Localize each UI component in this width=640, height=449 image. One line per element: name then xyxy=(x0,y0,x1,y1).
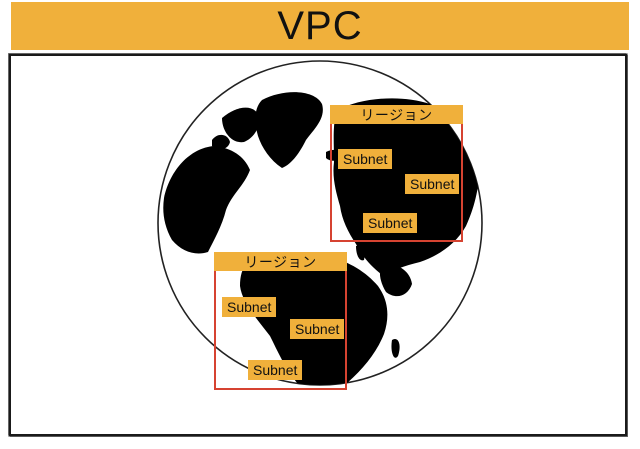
subnet-label: Subnet xyxy=(405,174,460,194)
subnet-label: Subnet xyxy=(338,149,393,169)
vpc-title-banner: VPC xyxy=(11,2,629,50)
subnet-label: Subnet xyxy=(363,213,418,233)
subnet-label: Subnet xyxy=(222,297,277,317)
subnet-label: Subnet xyxy=(290,319,345,339)
region-label: リージョン xyxy=(214,252,347,271)
vpc-title: VPC xyxy=(277,4,363,48)
subnet-label: Subnet xyxy=(248,360,303,380)
region-label: リージョン xyxy=(330,105,463,124)
vpc-frame xyxy=(9,54,627,436)
